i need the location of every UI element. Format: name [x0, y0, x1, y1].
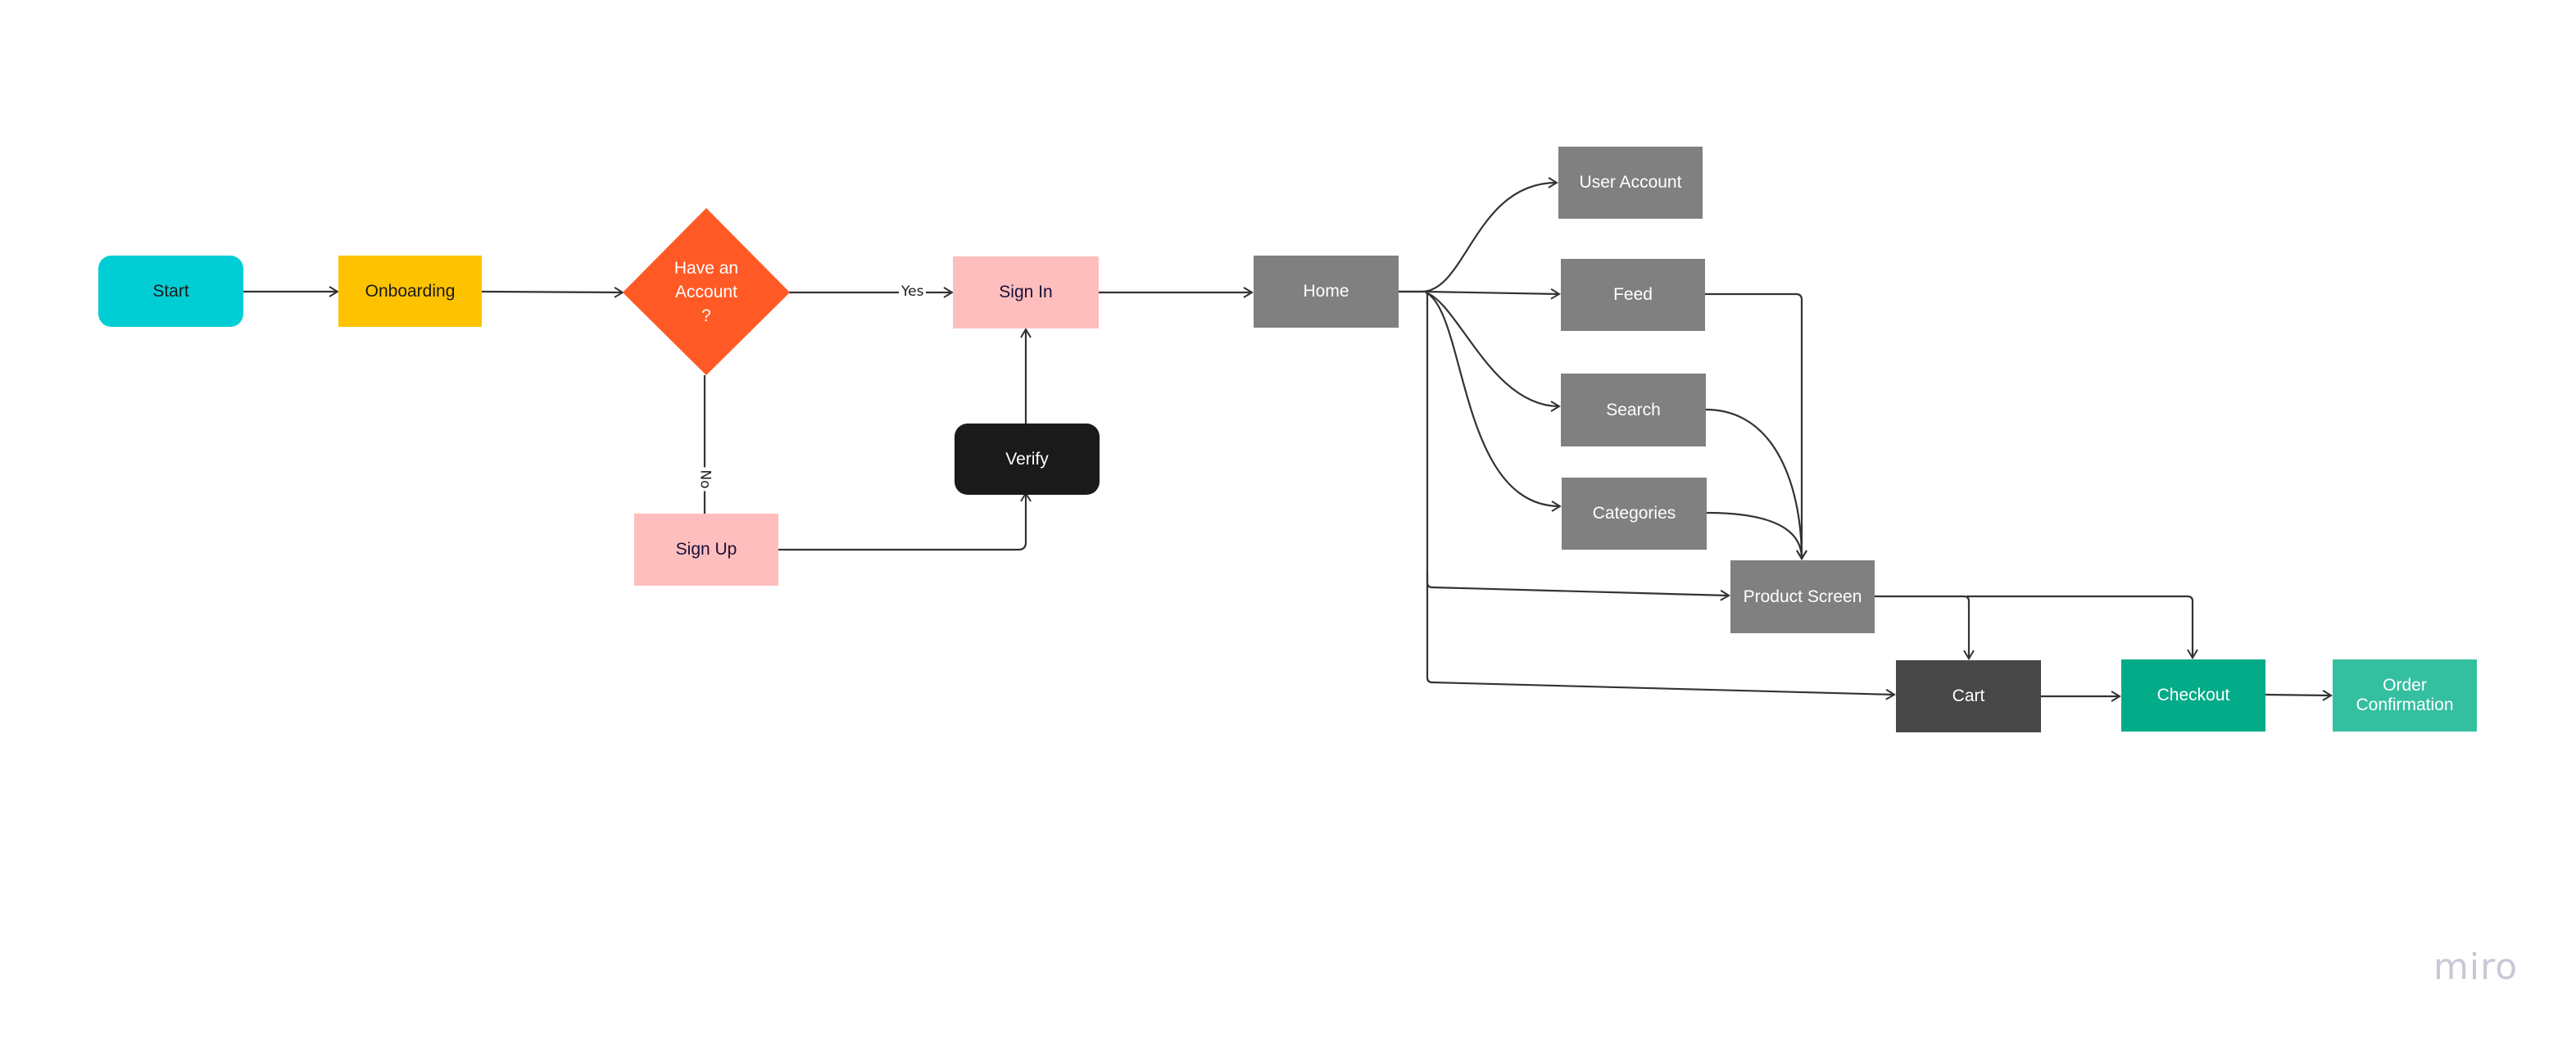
decision-diamond-shape: [623, 208, 790, 375]
node-sign-in-label: Sign In: [999, 283, 1053, 301]
edge-label-yes: Yes: [899, 283, 927, 300]
node-start[interactable]: Start: [98, 256, 243, 327]
node-cart[interactable]: Cart: [1896, 660, 2041, 732]
edge-feed-product[interactable]: [1705, 292, 1807, 560]
edge-categories-product[interactable]: [1706, 511, 1807, 560]
miro-logo: miro: [2433, 946, 2519, 988]
node-decision-have-account[interactable]: Have an Account ?: [623, 208, 790, 375]
edge-home-feed[interactable]: [1399, 288, 1561, 300]
edge-home-search[interactable]: [1425, 291, 1561, 412]
node-order-confirmation[interactable]: Order Confirmation: [2333, 659, 2477, 732]
node-sign-up-label: Sign Up: [675, 540, 737, 559]
edge-signup-verify[interactable]: [778, 492, 1032, 551]
node-onboarding[interactable]: Onboarding: [338, 256, 482, 327]
node-cart-label: Cart: [1952, 686, 1985, 705]
node-home[interactable]: Home: [1254, 256, 1399, 328]
node-product-screen[interactable]: Product Screen: [1730, 560, 1875, 633]
node-categories-label: Categories: [1592, 504, 1676, 523]
edge-label-no: No: [696, 467, 714, 492]
edge-product-checkout[interactable]: [1966, 595, 2198, 659]
edge-home-cart[interactable]: [1426, 573, 1896, 700]
node-order-confirmation-label: Order Confirmation: [2356, 676, 2454, 714]
node-user-account[interactable]: User Account: [1558, 147, 1703, 219]
node-sign-up[interactable]: Sign Up: [634, 514, 778, 586]
node-checkout[interactable]: Checkout: [2121, 659, 2265, 732]
node-start-label: Start: [152, 281, 189, 301]
node-onboarding-label: Onboarding: [365, 281, 456, 301]
node-user-account-label: User Account: [1579, 173, 1682, 192]
node-sign-in[interactable]: Sign In: [953, 256, 1099, 328]
node-feed[interactable]: Feed: [1561, 259, 1705, 331]
node-decision-label: Have an Account ?: [673, 258, 739, 325]
node-verify[interactable]: Verify: [955, 424, 1100, 495]
node-search-label: Search: [1606, 400, 1661, 419]
edge-search-product[interactable]: [1705, 408, 1807, 560]
node-feed-label: Feed: [1613, 285, 1653, 304]
node-home-label: Home: [1303, 282, 1349, 301]
node-verify-label: Verify: [1005, 449, 1049, 469]
edge-home-categories[interactable]: [1425, 292, 1562, 512]
edge-home-useraccount[interactable]: [1399, 177, 1558, 293]
node-checkout-label: Checkout: [2156, 686, 2230, 704]
node-search[interactable]: Search: [1561, 374, 1706, 446]
node-categories[interactable]: Categories: [1562, 478, 1707, 550]
edge-product-cart[interactable]: [1875, 595, 1975, 660]
node-product-screen-label: Product Screen: [1743, 587, 1862, 606]
